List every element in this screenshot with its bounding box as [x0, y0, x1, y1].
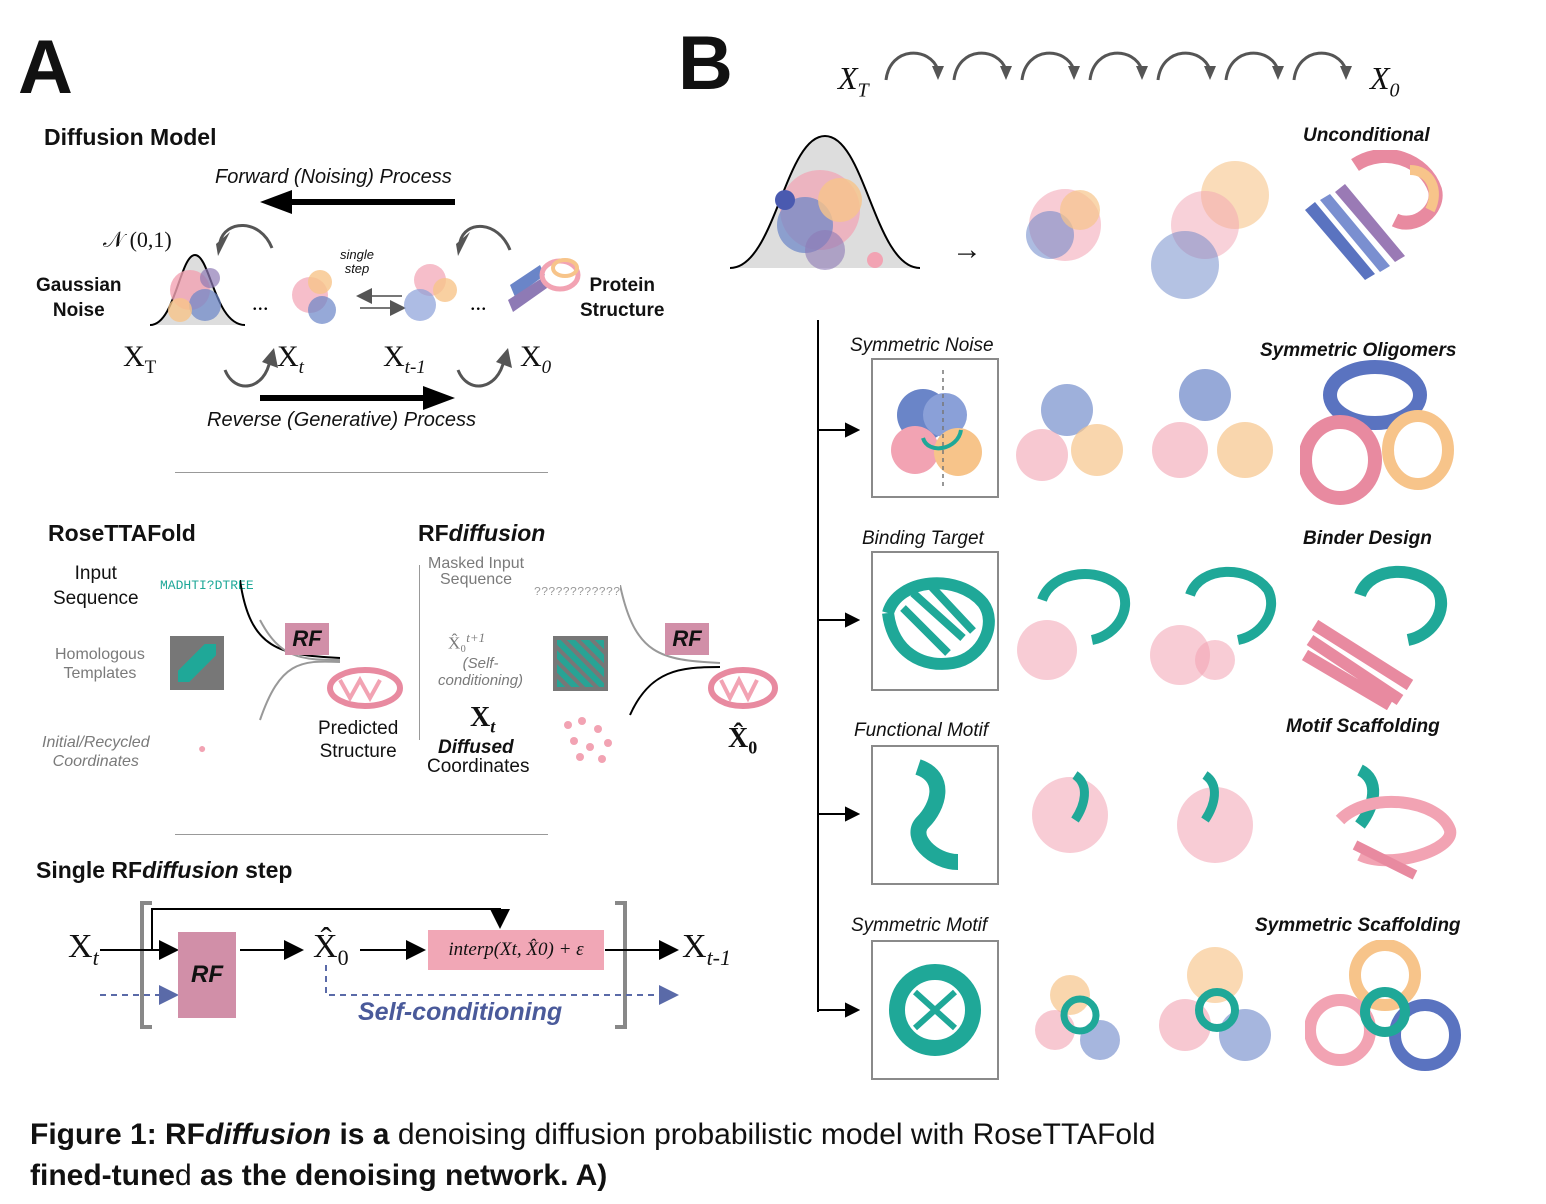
- xt-label: Xt: [277, 340, 304, 378]
- noise-loop-top-left: [218, 224, 274, 249]
- normal-distribution-label: 𝒩 (0,1): [103, 227, 172, 252]
- rosettafold-title: RoseTTAFold: [48, 520, 196, 546]
- row-unconditional-title: Unconditional: [1303, 125, 1430, 146]
- motif-step2: [1177, 771, 1253, 863]
- forward-arrowhead: [260, 190, 292, 214]
- step-rf-box: RF: [178, 932, 236, 1018]
- masked-sequence-label: Masked Input Sequence: [428, 555, 525, 588]
- input-sequence-label: Input Sequence: [53, 563, 139, 609]
- single-step-label: single step: [340, 247, 374, 277]
- functional-motif-box: [871, 745, 999, 885]
- input-sequence-value: MADHTI?DTREE: [160, 578, 254, 593]
- rosettafold-rf-box: RF: [285, 623, 329, 655]
- unconditional-step2: [1151, 161, 1269, 299]
- rfd-xt-label: Xt: [470, 702, 496, 737]
- noise-cloud-xt1: [404, 264, 457, 321]
- self-conditioning-step-label: Self-conditioning: [358, 998, 563, 1026]
- reverse-arrowhead: [423, 386, 455, 410]
- row-symmetric-scaffolding-title: Symmetric Scaffolding: [1255, 915, 1461, 936]
- interp-box: interp(Xt, X̂0) + ε: [428, 930, 604, 970]
- coordinates-label: Coordinates: [427, 756, 530, 777]
- row-symmetric-noise-subtitle: Symmetric Noise: [850, 335, 994, 356]
- xt1-label: Xt-1: [383, 340, 426, 378]
- unconditional-noise-gaussian: [729, 134, 921, 270]
- step-xt1-label: Xt-1: [682, 928, 732, 970]
- self-conditioning-label: (Self- conditioning): [438, 655, 524, 689]
- oligomer-step2: [1152, 369, 1273, 478]
- predicted-structure-icon: [327, 667, 403, 709]
- row-motif-scaffolding-title: Motif Scaffolding: [1286, 716, 1440, 737]
- initial-coords-label: Initial/Recycled Coordinates: [42, 734, 150, 771]
- masked-sequence-value: ????????????: [534, 585, 621, 599]
- divider-1: [175, 472, 548, 473]
- row-binder-design-title: Binder Design: [1303, 528, 1432, 549]
- b-x0-label: X0: [1370, 60, 1400, 102]
- rfdiffusion-rf-box: RF: [665, 623, 709, 655]
- diffusion-model-title: Diffusion Model: [44, 124, 217, 150]
- gaussian-noise-label: Gaussian Noise: [36, 275, 122, 321]
- noise-cloud-xT: [168, 268, 221, 322]
- noise-loop-top-right: [458, 225, 512, 251]
- row-binding-target-subtitle: Binding Target: [862, 528, 984, 549]
- template-matrix: [170, 636, 224, 690]
- figure-caption: Figure 1: RFdiffusion is a denoising dif…: [30, 1118, 1156, 1193]
- row-symmetric-motif-subtitle: Symmetric Motif: [851, 915, 988, 936]
- coords-dots: ●: [198, 740, 207, 756]
- x0hat-label: X̂0: [728, 723, 758, 758]
- predicted-structure-label: Predicted Structure: [318, 718, 399, 762]
- self-cond-symbol: X̂₀t+1: [448, 630, 486, 653]
- row-symmetric-oligomers-title: Symmetric Oligomers: [1260, 340, 1457, 361]
- unconditional-step1: [1026, 189, 1101, 261]
- self-cond-matrix: [553, 636, 608, 691]
- protein-structure-label: Protein Structure: [580, 275, 665, 321]
- motif-final: [1335, 764, 1457, 880]
- symmetric-motif-box: [871, 940, 999, 1080]
- sym-scaffold-step1: [1035, 975, 1120, 1060]
- gen-loop-bottom-left: [223, 359, 272, 388]
- single-step-title: Single RFdiffusion step: [36, 857, 293, 883]
- svg-text:...: ...: [252, 290, 269, 315]
- binder-step2: [1150, 566, 1277, 685]
- binder-final: [1301, 565, 1448, 710]
- step-x0hat-label: X̂0: [313, 928, 349, 970]
- x0-label: X0: [520, 340, 552, 378]
- sym-scaffold-final: [1305, 940, 1461, 1071]
- rfdiffusion-title: RFdiffusion: [418, 520, 546, 546]
- homologous-templates-label: Homologous Templates: [55, 646, 145, 683]
- timestep-arrows: [884, 51, 1352, 81]
- divider-2: [175, 834, 548, 835]
- diffusion-model-diagram: ... ...: [149, 190, 581, 410]
- diffused-label: Diffused: [438, 737, 514, 758]
- diffused-coords-dots: [564, 717, 612, 763]
- noise-cloud-xt: [292, 270, 336, 324]
- binder-step1: [1017, 569, 1131, 680]
- conditioning-tree: [817, 320, 860, 1018]
- symmetric-noise-box: [871, 358, 999, 498]
- svg-text:...: ...: [470, 290, 487, 315]
- panel-a-letter: A: [18, 25, 73, 110]
- rfd-output-structure-icon: [708, 667, 778, 709]
- step-xt-label: Xt: [68, 928, 99, 970]
- panel-b-letter: B: [678, 21, 733, 106]
- unconditional-arrow: →: [952, 233, 982, 266]
- rf-divider: [419, 565, 420, 740]
- single-step-diagram: [100, 901, 679, 1029]
- b-xT-label: XT: [838, 60, 869, 102]
- gen-loop-bottom-right: [456, 359, 506, 388]
- xT-label: XT: [123, 340, 157, 378]
- unconditional-final-protein: [1305, 150, 1443, 280]
- oligomer-step1: [1016, 384, 1123, 481]
- rfd-merge-lines: [620, 585, 721, 716]
- row-functional-motif-subtitle: Functional Motif: [854, 720, 989, 741]
- protein-x0: [508, 258, 581, 312]
- motif-step1: [1032, 771, 1108, 853]
- forward-process-label: Forward (Noising) Process: [215, 166, 452, 188]
- reverse-process-label: Reverse (Generative) Process: [207, 409, 476, 431]
- binding-target-box: [871, 551, 999, 691]
- sym-scaffold-step2: [1159, 947, 1271, 1061]
- oligomer-final: [1300, 360, 1454, 505]
